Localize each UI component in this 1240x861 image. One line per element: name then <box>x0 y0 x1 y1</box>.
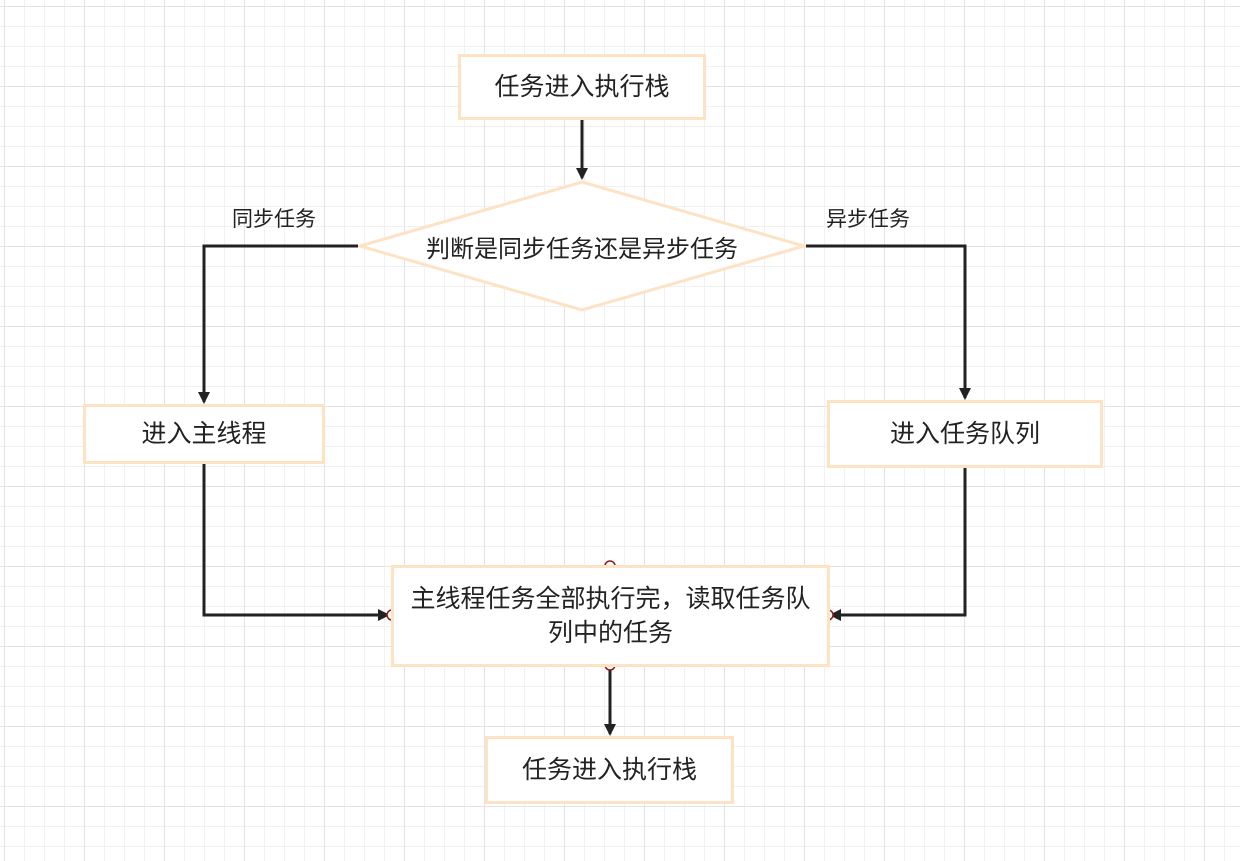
merge-node[interactable]: 主线程任务全部执行完，读取任务队列中的任务 <box>391 565 830 667</box>
decision-node-label: 判断是同步任务还是异步任务 <box>426 234 738 263</box>
arrow-decision-to-task-queue <box>806 244 971 400</box>
main-thread-node[interactable]: 进入主线程 <box>83 404 325 464</box>
start-node[interactable]: 任务进入执行栈 <box>458 54 706 120</box>
main-thread-node-label: 进入主线程 <box>141 419 267 448</box>
arrow-main-thread-to-merge <box>202 464 390 621</box>
async-edge-label: 异步任务 <box>826 207 910 231</box>
sync-edge-label: 同步任务 <box>232 207 316 231</box>
arrow-task-queue-to-merge <box>829 468 967 621</box>
arrow-decision-to-main-thread <box>198 244 358 404</box>
end-node-label: 任务进入执行栈 <box>521 755 697 784</box>
merge-node-label: 主线程任务全部执行完，读取任务队列中的任务 <box>410 584 811 647</box>
start-node-label: 任务进入执行栈 <box>494 72 670 101</box>
decision-diamond[interactable] <box>354 180 810 312</box>
end-node[interactable]: 任务进入执行栈 <box>485 736 734 804</box>
task-queue-node-label: 进入任务队列 <box>889 419 1040 448</box>
task-queue-node[interactable]: 进入任务队列 <box>827 400 1103 468</box>
